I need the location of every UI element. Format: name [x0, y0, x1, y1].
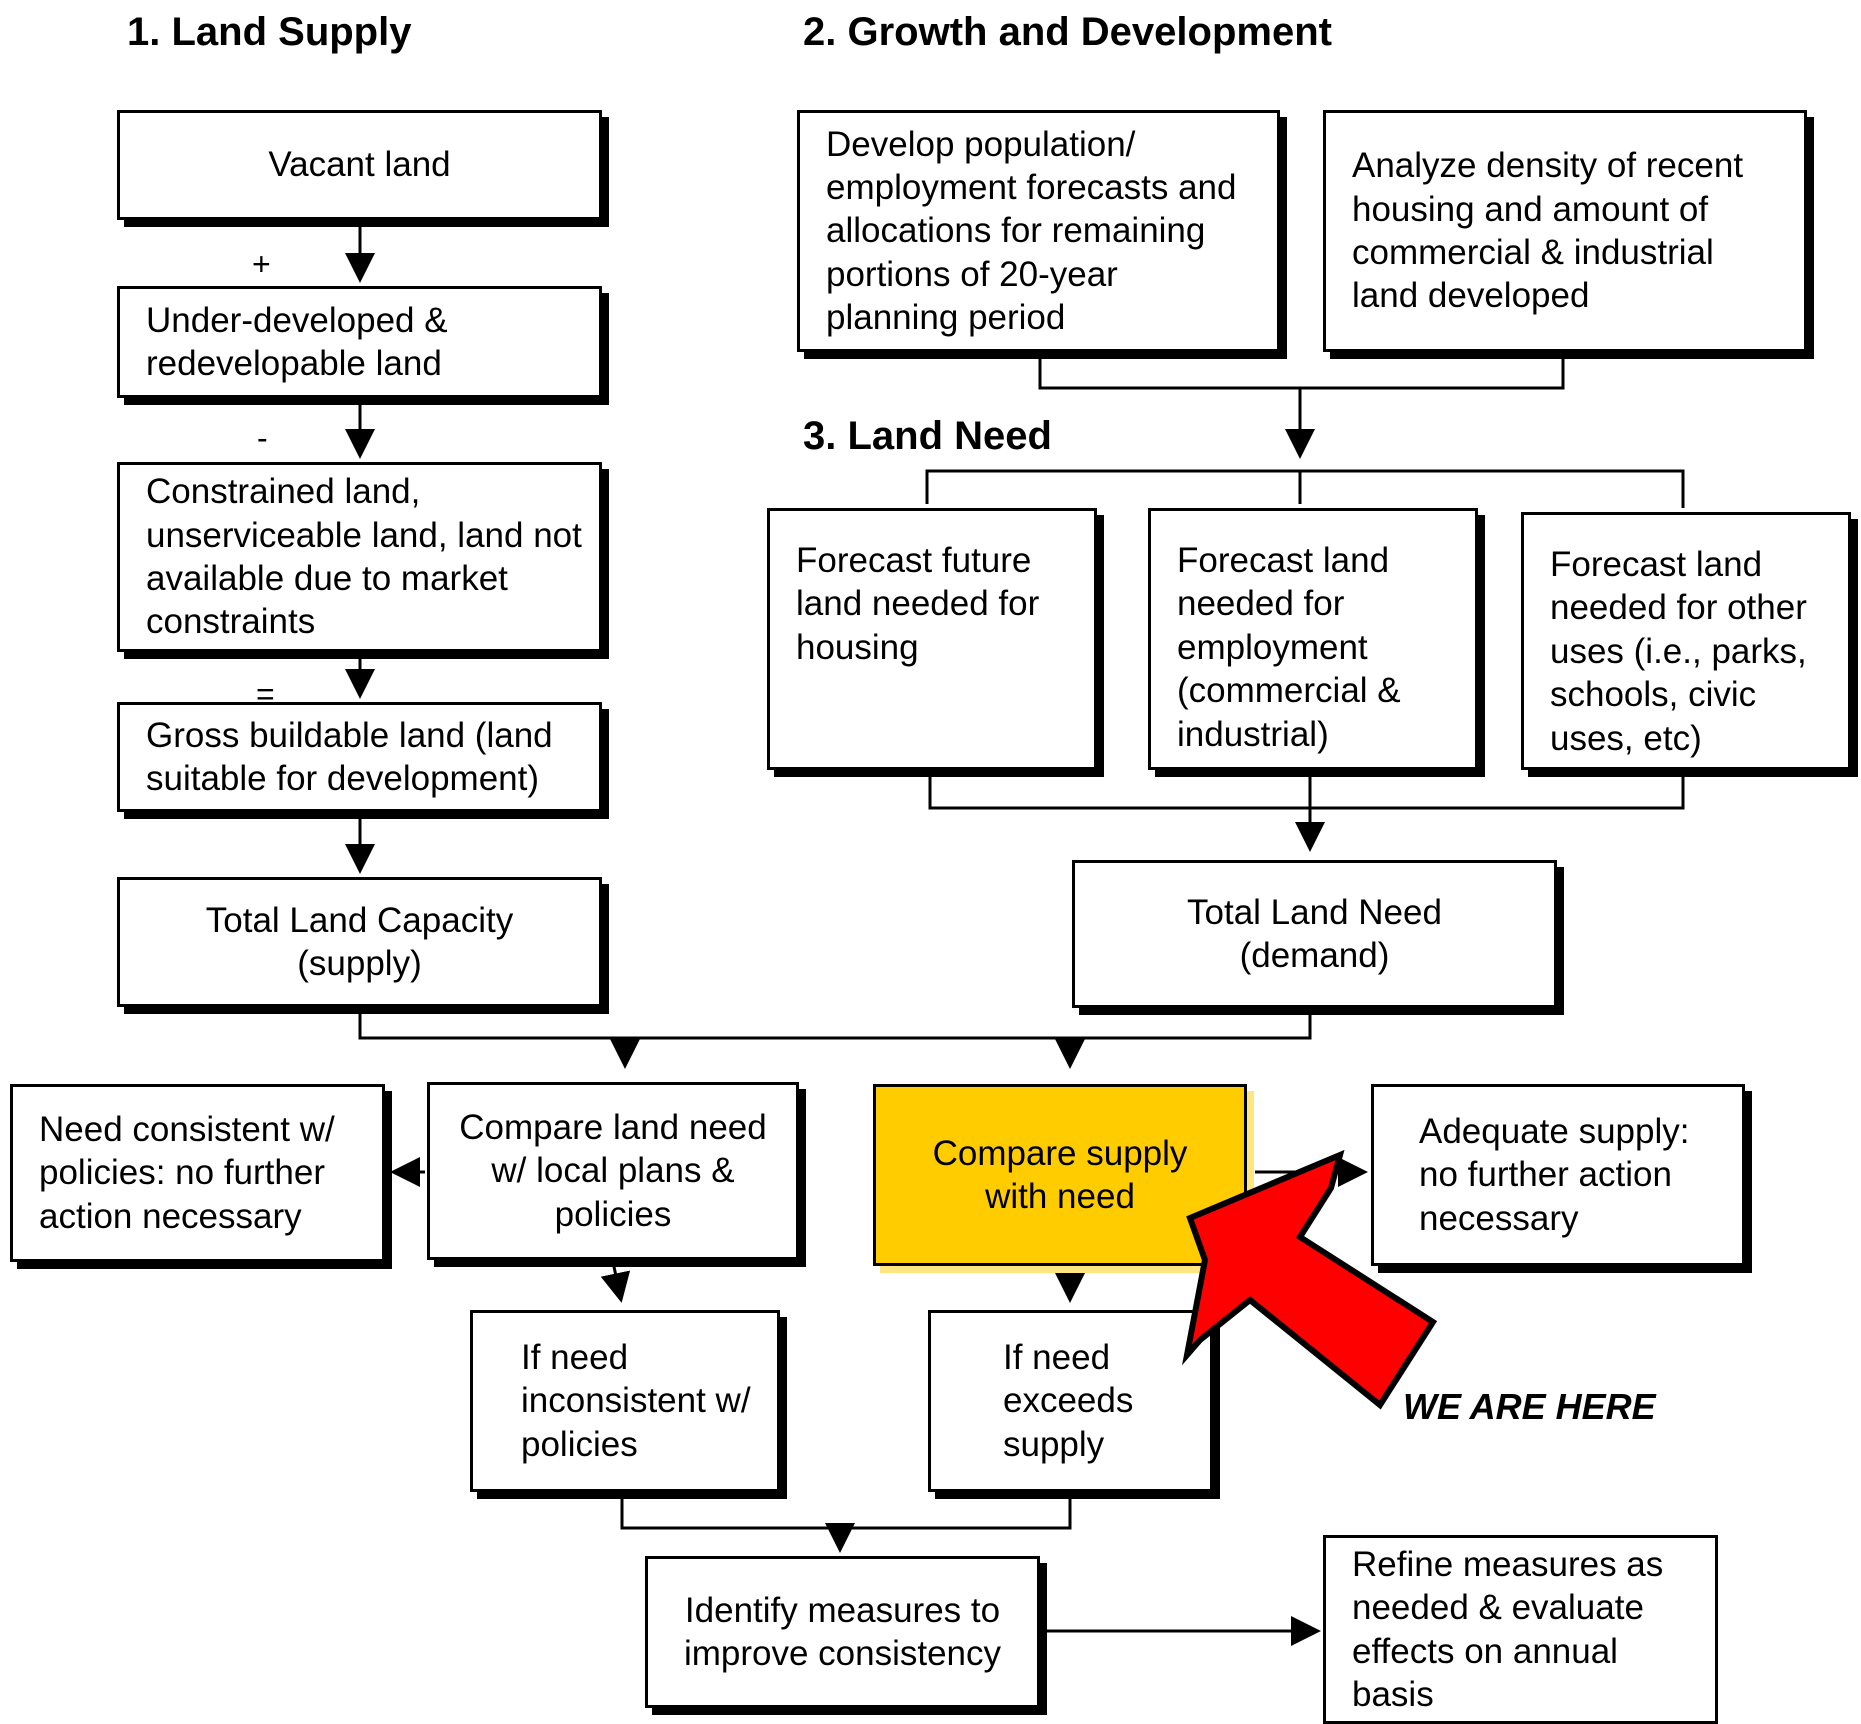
underdeveloped-text: Under-developed & redevelopable land: [146, 300, 448, 383]
heading-land-need: 3. Land Need: [803, 414, 1052, 458]
box-underdeveloped-land: Under-developed & redevelopable land: [117, 286, 602, 398]
adequate-supply-text: Adequate supply: no further action neces…: [1419, 1111, 1690, 1238]
total-land-need-text: Total Land Need (demand): [1187, 892, 1442, 975]
forecast-employment-text: Forecast land needed for employment (com…: [1177, 541, 1401, 754]
box-analyze-density: Analyze density of recent housing and am…: [1323, 110, 1807, 352]
constrained-text: Constrained land, unserviceable land, la…: [146, 472, 582, 642]
compare-plans-text: Compare land need w/ local plans & polic…: [459, 1107, 767, 1234]
forecast-housing-text: Forecast future land needed for housing: [796, 541, 1040, 667]
box-total-land-need: Total Land Need (demand): [1072, 860, 1557, 1008]
total-land-capacity-text: Total Land Capacity (supply): [205, 900, 514, 983]
heading-land-supply: 1. Land Supply: [127, 10, 412, 54]
box-forecast-other-uses: Forecast land needed for other uses (i.e…: [1521, 512, 1851, 770]
we-are-here-label: WE ARE HERE: [1403, 1386, 1656, 1427]
box-refine-measures: Refine measures as needed & evaluate eff…: [1323, 1535, 1718, 1724]
box-forecast-employment: Forecast land needed for employment (com…: [1148, 508, 1478, 770]
population-forecasts-text: Develop population/ employment forecasts…: [826, 124, 1237, 338]
box-constrained-land: Constrained land, unserviceable land, la…: [117, 462, 602, 652]
forecast-other-uses-text: Forecast land needed for other uses (i.e…: [1550, 545, 1807, 758]
box-identify-measures: Identify measures to improve consistency: [645, 1556, 1040, 1708]
heading-growth-development: 2. Growth and Development: [803, 10, 1332, 54]
minus-sign: -: [257, 420, 268, 456]
vacant-land-text: Vacant land: [268, 145, 451, 185]
refine-measures-text: Refine measures as needed & evaluate eff…: [1352, 1544, 1664, 1714]
box-compare-plans: Compare land need w/ local plans & polic…: [427, 1082, 799, 1260]
box-adequate-supply: Adequate supply: no further action neces…: [1371, 1084, 1745, 1266]
need-inconsistent-text: If need inconsistent w/ policies: [521, 1337, 751, 1464]
gross-buildable-text: Gross buildable land (land suitable for …: [146, 715, 553, 798]
analyze-density-text: Analyze density of recent housing and am…: [1352, 146, 1744, 316]
box-need-exceeds-supply: If need exceeds supply: [928, 1310, 1213, 1492]
plus-sign: +: [252, 246, 271, 282]
box-need-consistent: Need consistent w/ policies: no further …: [10, 1084, 385, 1262]
box-population-forecasts: Develop population/ employment forecasts…: [797, 110, 1280, 352]
box-total-land-capacity: Total Land Capacity (supply): [117, 877, 602, 1007]
compare-supply-need-text: Compare supply with need: [932, 1133, 1188, 1216]
box-forecast-housing: Forecast future land needed for housing: [767, 508, 1097, 770]
box-vacant-land: Vacant land: [117, 110, 602, 220]
box-need-inconsistent: If need inconsistent w/ policies: [470, 1310, 780, 1492]
box-compare-supply-need: Compare supply with need: [873, 1084, 1247, 1266]
identify-measures-text: Identify measures to improve consistency: [683, 1590, 1002, 1673]
need-exceeds-supply-text: If need exceeds supply: [1003, 1337, 1134, 1464]
need-consistent-text: Need consistent w/ policies: no further …: [39, 1109, 335, 1236]
box-gross-buildable-land: Gross buildable land (land suitable for …: [117, 702, 602, 812]
